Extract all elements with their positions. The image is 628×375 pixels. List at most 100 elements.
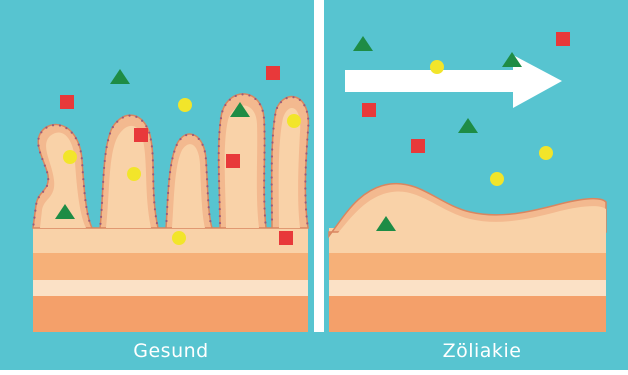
cell-nucleus	[104, 153, 106, 155]
cell-nucleus	[272, 134, 274, 136]
cell-nucleus	[173, 150, 175, 152]
yellow-circle-particle	[172, 231, 186, 245]
cell-nucleus	[102, 181, 104, 183]
cell-nucleus	[165, 220, 167, 222]
cell-nucleus	[218, 166, 220, 168]
red-square-particle	[60, 95, 74, 109]
cell-nucleus	[82, 171, 84, 173]
cell-nucleus	[276, 107, 278, 109]
cell-nucleus	[241, 93, 243, 95]
muscle-layer	[33, 296, 308, 332]
cell-nucleus	[141, 120, 143, 122]
cell-nucleus	[271, 141, 273, 143]
cell-nucleus	[166, 206, 168, 208]
cell-nucleus	[305, 159, 307, 161]
cell-nucleus	[271, 155, 273, 157]
cell-nucleus	[152, 173, 154, 175]
cell-nucleus	[306, 138, 308, 140]
cell-nucleus	[304, 187, 306, 189]
cell-nucleus	[229, 99, 231, 101]
cell-nucleus	[41, 158, 43, 160]
cell-nucleus	[304, 180, 306, 182]
cell-nucleus	[38, 196, 40, 198]
cell-nucleus	[274, 114, 276, 116]
cell-nucleus	[205, 164, 207, 166]
cell-nucleus	[44, 164, 46, 166]
cell-nucleus	[47, 178, 49, 180]
cell-nucleus	[305, 152, 307, 154]
cell-nucleus	[102, 174, 104, 176]
cell-nucleus	[271, 218, 273, 220]
cell-nucleus	[263, 186, 265, 188]
cell-nucleus	[263, 200, 265, 202]
cell-nucleus	[45, 127, 47, 129]
cell-nucleus	[305, 215, 307, 217]
cell-nucleus	[170, 164, 172, 166]
cell-nucleus	[271, 162, 273, 164]
cell-nucleus	[271, 190, 273, 192]
cell-nucleus	[153, 194, 155, 196]
cell-nucleus	[218, 159, 220, 161]
cell-nucleus	[263, 116, 265, 118]
cell-nucleus	[100, 209, 102, 211]
cell-nucleus	[204, 150, 206, 152]
cell-nucleus	[299, 99, 301, 101]
cell-nucleus	[248, 94, 250, 96]
cell-nucleus	[218, 201, 220, 203]
cell-nucleus	[101, 195, 103, 197]
red-square-particle	[266, 66, 280, 80]
cell-nucleus	[106, 146, 108, 148]
cell-nucleus	[273, 121, 275, 123]
cell-nucleus	[100, 216, 102, 218]
cell-nucleus	[280, 101, 282, 103]
cell-nucleus	[206, 178, 208, 180]
cell-nucleus	[219, 222, 221, 224]
yellow-circle-particle	[430, 60, 444, 74]
cell-nucleus	[42, 191, 44, 193]
cell-nucleus	[201, 144, 203, 146]
yellow-circle-particle	[178, 98, 192, 112]
cell-nucleus	[206, 171, 208, 173]
cell-nucleus	[171, 157, 173, 159]
cell-nucleus	[39, 151, 41, 153]
cell-nucleus	[219, 124, 221, 126]
cell-nucleus	[83, 185, 85, 187]
cell-nucleus	[307, 124, 309, 126]
cell-nucleus	[52, 124, 54, 126]
cell-nucleus	[271, 211, 273, 213]
cell-nucleus	[263, 151, 265, 153]
label-healthy: Gesund	[21, 340, 321, 362]
cell-nucleus	[220, 117, 222, 119]
cell-nucleus	[84, 199, 86, 201]
submucosa-layer	[329, 253, 606, 280]
cell-nucleus	[263, 165, 265, 167]
muscle-layer	[329, 296, 606, 332]
cell-nucleus	[32, 223, 34, 225]
red-square-particle	[556, 32, 570, 46]
cell-nucleus	[235, 95, 237, 97]
cell-nucleus	[168, 178, 170, 180]
cell-nucleus	[153, 201, 155, 203]
cell-nucleus	[85, 206, 87, 208]
cell-nucleus	[81, 157, 83, 159]
cell-nucleus	[307, 117, 309, 119]
cell-nucleus	[262, 110, 264, 112]
cell-nucleus	[305, 166, 307, 168]
cell-nucleus	[263, 158, 265, 160]
cell-nucleus	[179, 138, 181, 140]
cell-nucleus	[263, 123, 265, 125]
cell-nucleus	[209, 220, 211, 222]
cell-nucleus	[35, 203, 37, 205]
cell-nucleus	[82, 178, 84, 180]
cell-nucleus	[167, 192, 169, 194]
cell-nucleus	[116, 121, 118, 123]
cell-nucleus	[271, 204, 273, 206]
cell-nucleus	[208, 206, 210, 208]
cell-nucleus	[78, 144, 80, 146]
cell-nucleus	[271, 176, 273, 178]
cell-nucleus	[107, 139, 109, 141]
cell-nucleus	[40, 131, 42, 133]
yellow-circle-particle	[63, 150, 77, 164]
